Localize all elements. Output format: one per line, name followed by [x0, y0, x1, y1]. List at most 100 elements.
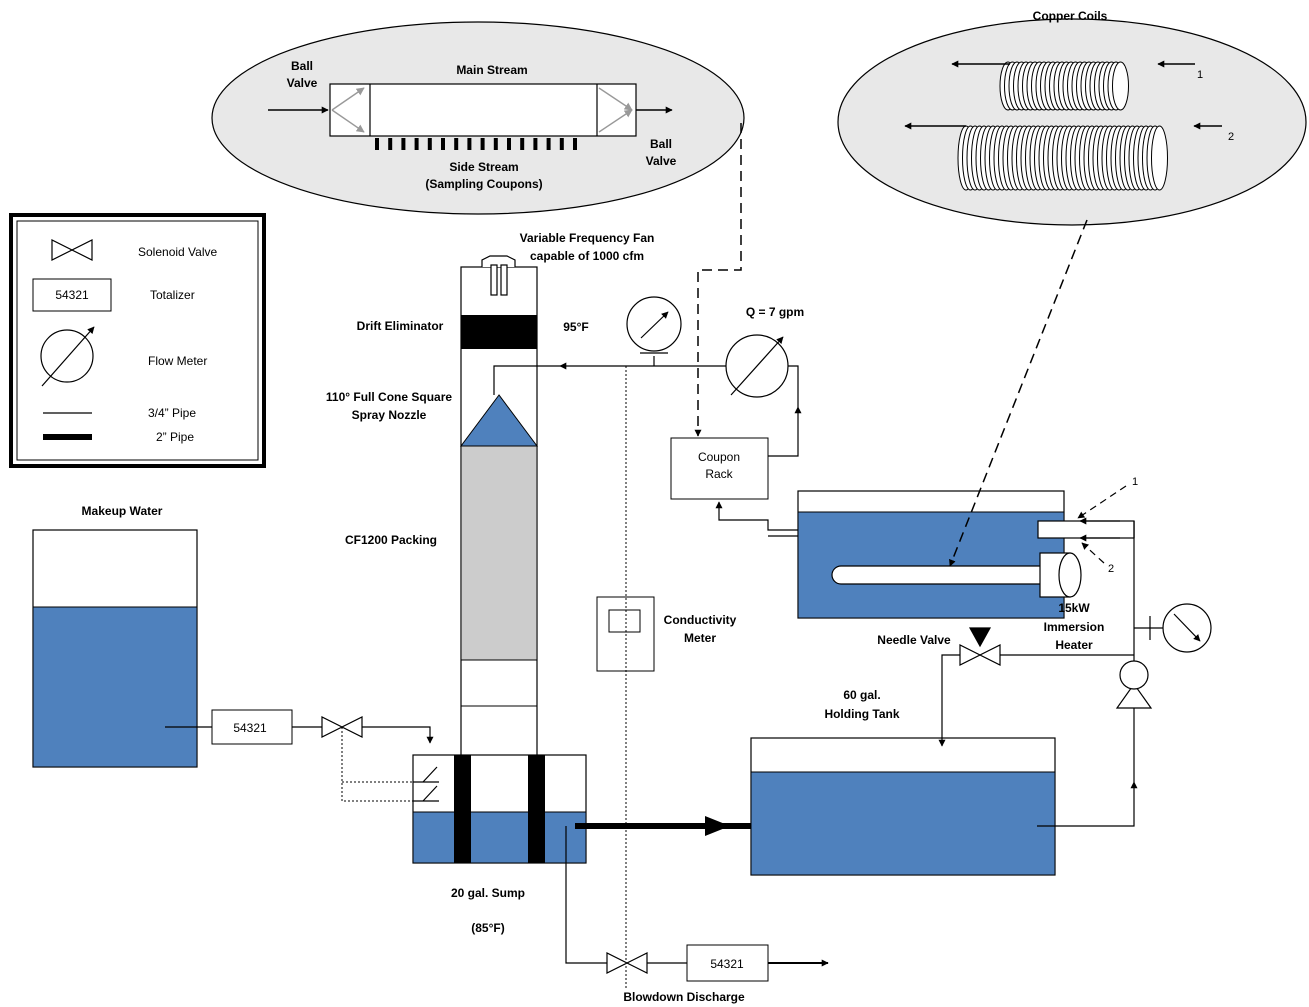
nozzle-label-2: Spray Nozzle [352, 408, 427, 422]
temperature-top-label: 95°F [563, 320, 588, 334]
heater-label-3: Heater [1055, 638, 1093, 652]
coupon-tick [493, 138, 498, 150]
sump-temp-label: (85°F) [471, 921, 504, 935]
sump-label: 20 gal. Sump [451, 886, 525, 900]
blowdown-label: Blowdown Discharge [623, 990, 745, 1004]
coil-2-label: 2 [1228, 131, 1234, 143]
coupon-tick [427, 138, 432, 150]
holding-tank-label-1: 60 gal. [843, 688, 880, 702]
coupon-tick [533, 138, 538, 150]
flow-rate-label: Q = 7 gpm [746, 305, 804, 319]
conductivity-label-2: Meter [684, 631, 716, 645]
copper-coils-detail-bubble: 1 2 [837, 18, 1307, 226]
immersion-heater-element [831, 565, 1046, 585]
heater-tank-water [797, 511, 1065, 619]
coupon-tick [441, 138, 445, 150]
pressure-gauge-icon [1162, 603, 1212, 653]
blowdown-solenoid-valve-icon [606, 952, 648, 974]
zoom-connector-right [949, 219, 1088, 567]
legend-flow-meter: Flow Meter [148, 354, 207, 368]
heater-tank [797, 490, 1082, 619]
coupon-rack-label-1: Coupon [698, 450, 740, 464]
holding-tank [750, 737, 1056, 876]
main-stream-label: Main Stream [456, 63, 527, 77]
sampling-coupons [375, 138, 577, 150]
ball-valve-out-icon [598, 87, 633, 133]
fan-icon [481, 255, 516, 296]
packing [460, 445, 538, 661]
coupon-rack [670, 437, 769, 500]
legend-totalizer-value: 54321 [55, 288, 89, 302]
float-switch-icon [413, 766, 439, 802]
ball-valve-in-icon [331, 87, 365, 133]
copper-coil-2 [957, 125, 1168, 191]
conductivity-label-1: Conductivity [664, 613, 737, 627]
coil-turn [1112, 61, 1129, 111]
holding-tank-water [750, 771, 1056, 876]
zoom-connector-left [694, 123, 742, 437]
blowdown-totalizer-value: 54321 [710, 957, 744, 971]
ball-valve-in-label-1: Ball [291, 59, 313, 73]
coil-1-label: 1 [1197, 69, 1203, 81]
coupon-tick [375, 138, 379, 150]
ball-valve-in-label-2: Valve [287, 76, 318, 90]
side-stream-label: Side Stream [449, 160, 518, 174]
main-stream-pipe [329, 83, 637, 137]
legend-solenoid-valve: Solenoid Valve [138, 245, 217, 259]
ball-valve-out-label-2: Valve [646, 154, 677, 168]
sampling-coupons-label: (Sampling Coupons) [425, 177, 542, 191]
blowdown-totalizer [686, 944, 769, 982]
main-stream-detail-bubble: Ball Valve Main Stream Ball Valve Side S… [211, 21, 745, 215]
float-control-line [341, 727, 413, 802]
makeup-water-label: Makeup Water [82, 504, 163, 518]
coupon-tick [480, 138, 485, 150]
heater-label-1: 15kW [1058, 601, 1090, 615]
sump-water [412, 811, 587, 864]
makeup-totalizer [211, 709, 293, 745]
heater-pointer-1: 1 [1132, 476, 1138, 488]
drift-eliminator-label: Drift Eliminator [357, 319, 444, 333]
coupon-tick [388, 138, 393, 150]
coupon-tick [454, 138, 459, 150]
coupon-rack-label-2: Rack [705, 467, 733, 481]
heater-housing-icon [1039, 552, 1082, 598]
coupon-tick [467, 138, 472, 150]
heater-pointer-2: 2 [1108, 563, 1114, 575]
drift-eliminator [461, 315, 537, 349]
copper-coil-1 [999, 61, 1129, 111]
fan-label-2: capable of 1000 cfm [530, 249, 644, 263]
coupon-tick [414, 138, 419, 150]
coupon-tick [520, 138, 525, 150]
coupon-tick [401, 138, 406, 150]
coil-turn [1151, 125, 1168, 191]
spray-nozzle [460, 394, 538, 447]
totalizer-icon [32, 278, 112, 312]
makeup-totalizer-value: 54321 [233, 721, 267, 735]
makeup-water-level [32, 606, 198, 768]
nozzle-label-1: 110° Full Cone Square [326, 390, 452, 404]
coupon-tick [507, 138, 511, 150]
heater-inlet-pipe [1037, 520, 1135, 539]
packing-label: CF1200 Packing [345, 533, 437, 547]
holding-tank-label-2: Holding Tank [824, 707, 899, 721]
flow-meter-icon [725, 334, 789, 398]
flow-meter-icon [40, 326, 95, 387]
fan-label-1: Variable Frequency Fan [520, 231, 655, 245]
coupon-tick [573, 138, 577, 150]
legend-totalizer: Totalizer [150, 288, 195, 302]
legend-pipe-large: 2” Pipe [156, 430, 194, 444]
solenoid-valve-icon [51, 239, 93, 261]
needle-valve-label: Needle Valve [877, 633, 951, 647]
cooling-tower [460, 255, 538, 757]
coupon-tick [546, 138, 551, 150]
coupon-tick [559, 138, 564, 150]
ball-valve-out-label-1: Ball [650, 137, 672, 151]
copper-coils-title: Copper Coils [1033, 9, 1108, 23]
sump [412, 754, 587, 864]
legend: Solenoid Valve 54321 Totalizer Flow Mete… [9, 213, 266, 468]
pump-icon [1115, 660, 1153, 709]
legend-pipe-small: 3/4” Pipe [148, 406, 196, 420]
temperature-gauge-icon [626, 296, 682, 352]
makeup-water-tank [32, 529, 198, 768]
